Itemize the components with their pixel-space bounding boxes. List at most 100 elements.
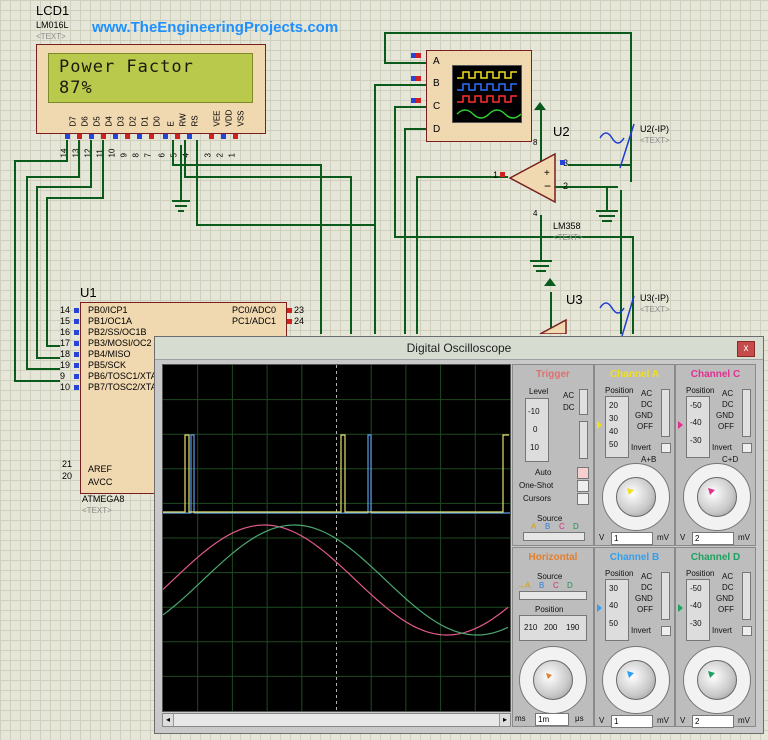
scope-display[interactable] [162, 364, 511, 712]
mcu-pin-name: PB3/MOSI/OC2 [88, 338, 152, 348]
channel-d-title: Channel D [690, 552, 741, 563]
trigger-coupling-switch[interactable] [579, 389, 588, 415]
scope-input-d: D [433, 124, 441, 135]
channel-c-position-drum[interactable]: -50-40-30 [686, 396, 710, 458]
mcu-part: ATMEGA8 [82, 494, 125, 504]
mcu-pin-name: PC1/ADC1 [232, 316, 277, 326]
oscilloscope-titlebar[interactable]: Digital Oscilloscope [155, 337, 763, 360]
scroll-left-arrow-icon[interactable]: ◂ [163, 714, 174, 726]
mcu-pin-21-num: 21 [62, 459, 73, 469]
probe-u3-icon[interactable] [596, 292, 642, 336]
horizontal-timebase-value[interactable]: 1m [535, 713, 569, 726]
lcd-pin-name: D3 [116, 116, 126, 127]
channel-b-position-arrow-icon [597, 604, 602, 612]
lcd-screen: Power Factor 87% [48, 53, 253, 103]
opamp-u2-part: LM358 [553, 221, 581, 231]
trigger-mode-oneshot: One-Shot [519, 481, 554, 490]
probe-u2-icon[interactable] [596, 120, 642, 170]
mcu-pin-number: 19 [60, 360, 71, 370]
trigger-auto-button[interactable] [577, 467, 589, 479]
mcu-pin-name: PB7/TOSC2/XTA [88, 382, 157, 392]
channel-a-volts-value[interactable]: 1 [611, 532, 653, 545]
channel-d-position-drum[interactable]: -50-40-30 [686, 579, 710, 641]
channel-d-position-label: Position [686, 569, 715, 578]
probe-u2-text-tag: <TEXT> [640, 136, 670, 145]
channel-a-coupling-switch[interactable] [661, 389, 670, 437]
lcd-pin-marker [77, 134, 82, 139]
trigger-level-drum[interactable]: -10 0 10 [525, 398, 549, 462]
mcu-pin-number: 16 [60, 327, 71, 337]
opamp-u2-pin-vcc: 8 [533, 138, 538, 147]
channel-d-volts-knob[interactable] [697, 660, 737, 700]
channel-c-volts-knob[interactable] [697, 477, 737, 517]
lcd-pin-name: D5 [92, 116, 102, 127]
channel-a-invert-button[interactable] [661, 443, 671, 453]
channel-a-volts-knob[interactable] [616, 477, 656, 517]
opamp-u2-pin-minus: 2 [563, 181, 569, 191]
horizontal-timebase-knob[interactable] [533, 660, 573, 700]
lcd-pin-name: RS [190, 115, 200, 127]
lcd-pin-marker [209, 134, 214, 139]
knob-pointer-icon [708, 671, 715, 678]
channel-b-invert-button[interactable] [661, 626, 671, 636]
lcd-pin-marker [125, 134, 130, 139]
channel-c-panel: Channel C Position -50-40-30 AC DC GND O… [675, 364, 756, 546]
channel-d-volts-value[interactable]: 2 [692, 715, 734, 728]
scroll-right-arrow-icon[interactable]: ▸ [499, 714, 510, 726]
horizontal-source-slider[interactable] [519, 591, 587, 600]
channel-c-coupling-switch[interactable] [742, 389, 751, 437]
trigger-source-slider[interactable] [523, 532, 585, 541]
opamp-u2-symbol[interactable]: + − [500, 96, 580, 226]
horizontal-position-drum[interactable]: 210 200 190 [519, 615, 587, 641]
mcu-pin-name: PB4/MISO [88, 349, 131, 359]
channel-c-invert-button[interactable] [742, 443, 752, 453]
lcd-pin-marker [113, 134, 118, 139]
channel-b-position-label: Position [605, 569, 634, 578]
mcu-pin-marker [74, 341, 79, 346]
lcd-pin-marker [187, 134, 192, 139]
lcd-pin-marker [89, 134, 94, 139]
opamp-u3-symbol[interactable] [530, 272, 570, 334]
horizontal-scrollbar[interactable]: ◂ ▸ [162, 713, 511, 727]
lcd-pin-number: 9 [119, 153, 129, 158]
mcu-text-tag: <TEXT> [82, 506, 112, 515]
mcu-pin-marker [74, 308, 79, 313]
lcd-pin-marker [101, 134, 106, 139]
mcu-pin-name: PB0/ICP1 [88, 305, 128, 315]
oscilloscope-window[interactable]: Digital Oscilloscope x ◂ ▸ Trigger Level… [154, 336, 764, 734]
mcu-pin-number: 10 [60, 382, 71, 392]
lcd-pin-name: RW [178, 113, 188, 127]
channel-d-trace [162, 524, 509, 636]
lcd-pin-marker [163, 134, 168, 139]
channel-d-coupling-switch[interactable] [742, 572, 751, 620]
trigger-cursors-button[interactable] [577, 493, 589, 505]
trigger-edge-switch[interactable] [579, 421, 588, 459]
lcd-pin-name: E [166, 121, 176, 127]
lcd-pin-number: 7 [143, 153, 153, 158]
mcu-pin-marker [74, 363, 79, 368]
channel-b-coupling-switch[interactable] [661, 572, 670, 620]
channel-c-position-arrow-icon [678, 421, 683, 429]
channel-b-volts-dial [602, 646, 670, 714]
lcd-ref: LCD1 [36, 3, 70, 18]
channel-d-panel: Channel D Position -50-40-30 AC DC GND O… [675, 547, 756, 728]
knob-pointer-icon [627, 671, 634, 678]
channel-a-title: Channel A [609, 369, 660, 380]
scope-waveforms [162, 365, 510, 711]
channel-c-volts-value[interactable]: 2 [692, 532, 734, 545]
channel-d-invert-button[interactable] [742, 626, 752, 636]
trigger-oneshot-button[interactable] [577, 480, 589, 492]
close-button[interactable]: x [737, 341, 755, 357]
lcd-pin-number: 8 [131, 153, 141, 158]
lcd-text-tag: <TEXT> [36, 32, 66, 41]
mcu-pin-aref: AREF [88, 464, 113, 474]
scope-symbol-screen [452, 65, 522, 123]
channel-b-volts-knob[interactable] [616, 660, 656, 700]
channel-b-title: Channel B [609, 552, 660, 563]
knob-pointer-icon [708, 488, 715, 495]
channel-b-volts-value[interactable]: 1 [611, 715, 653, 728]
mcu-pin-number: 9 [60, 371, 66, 381]
